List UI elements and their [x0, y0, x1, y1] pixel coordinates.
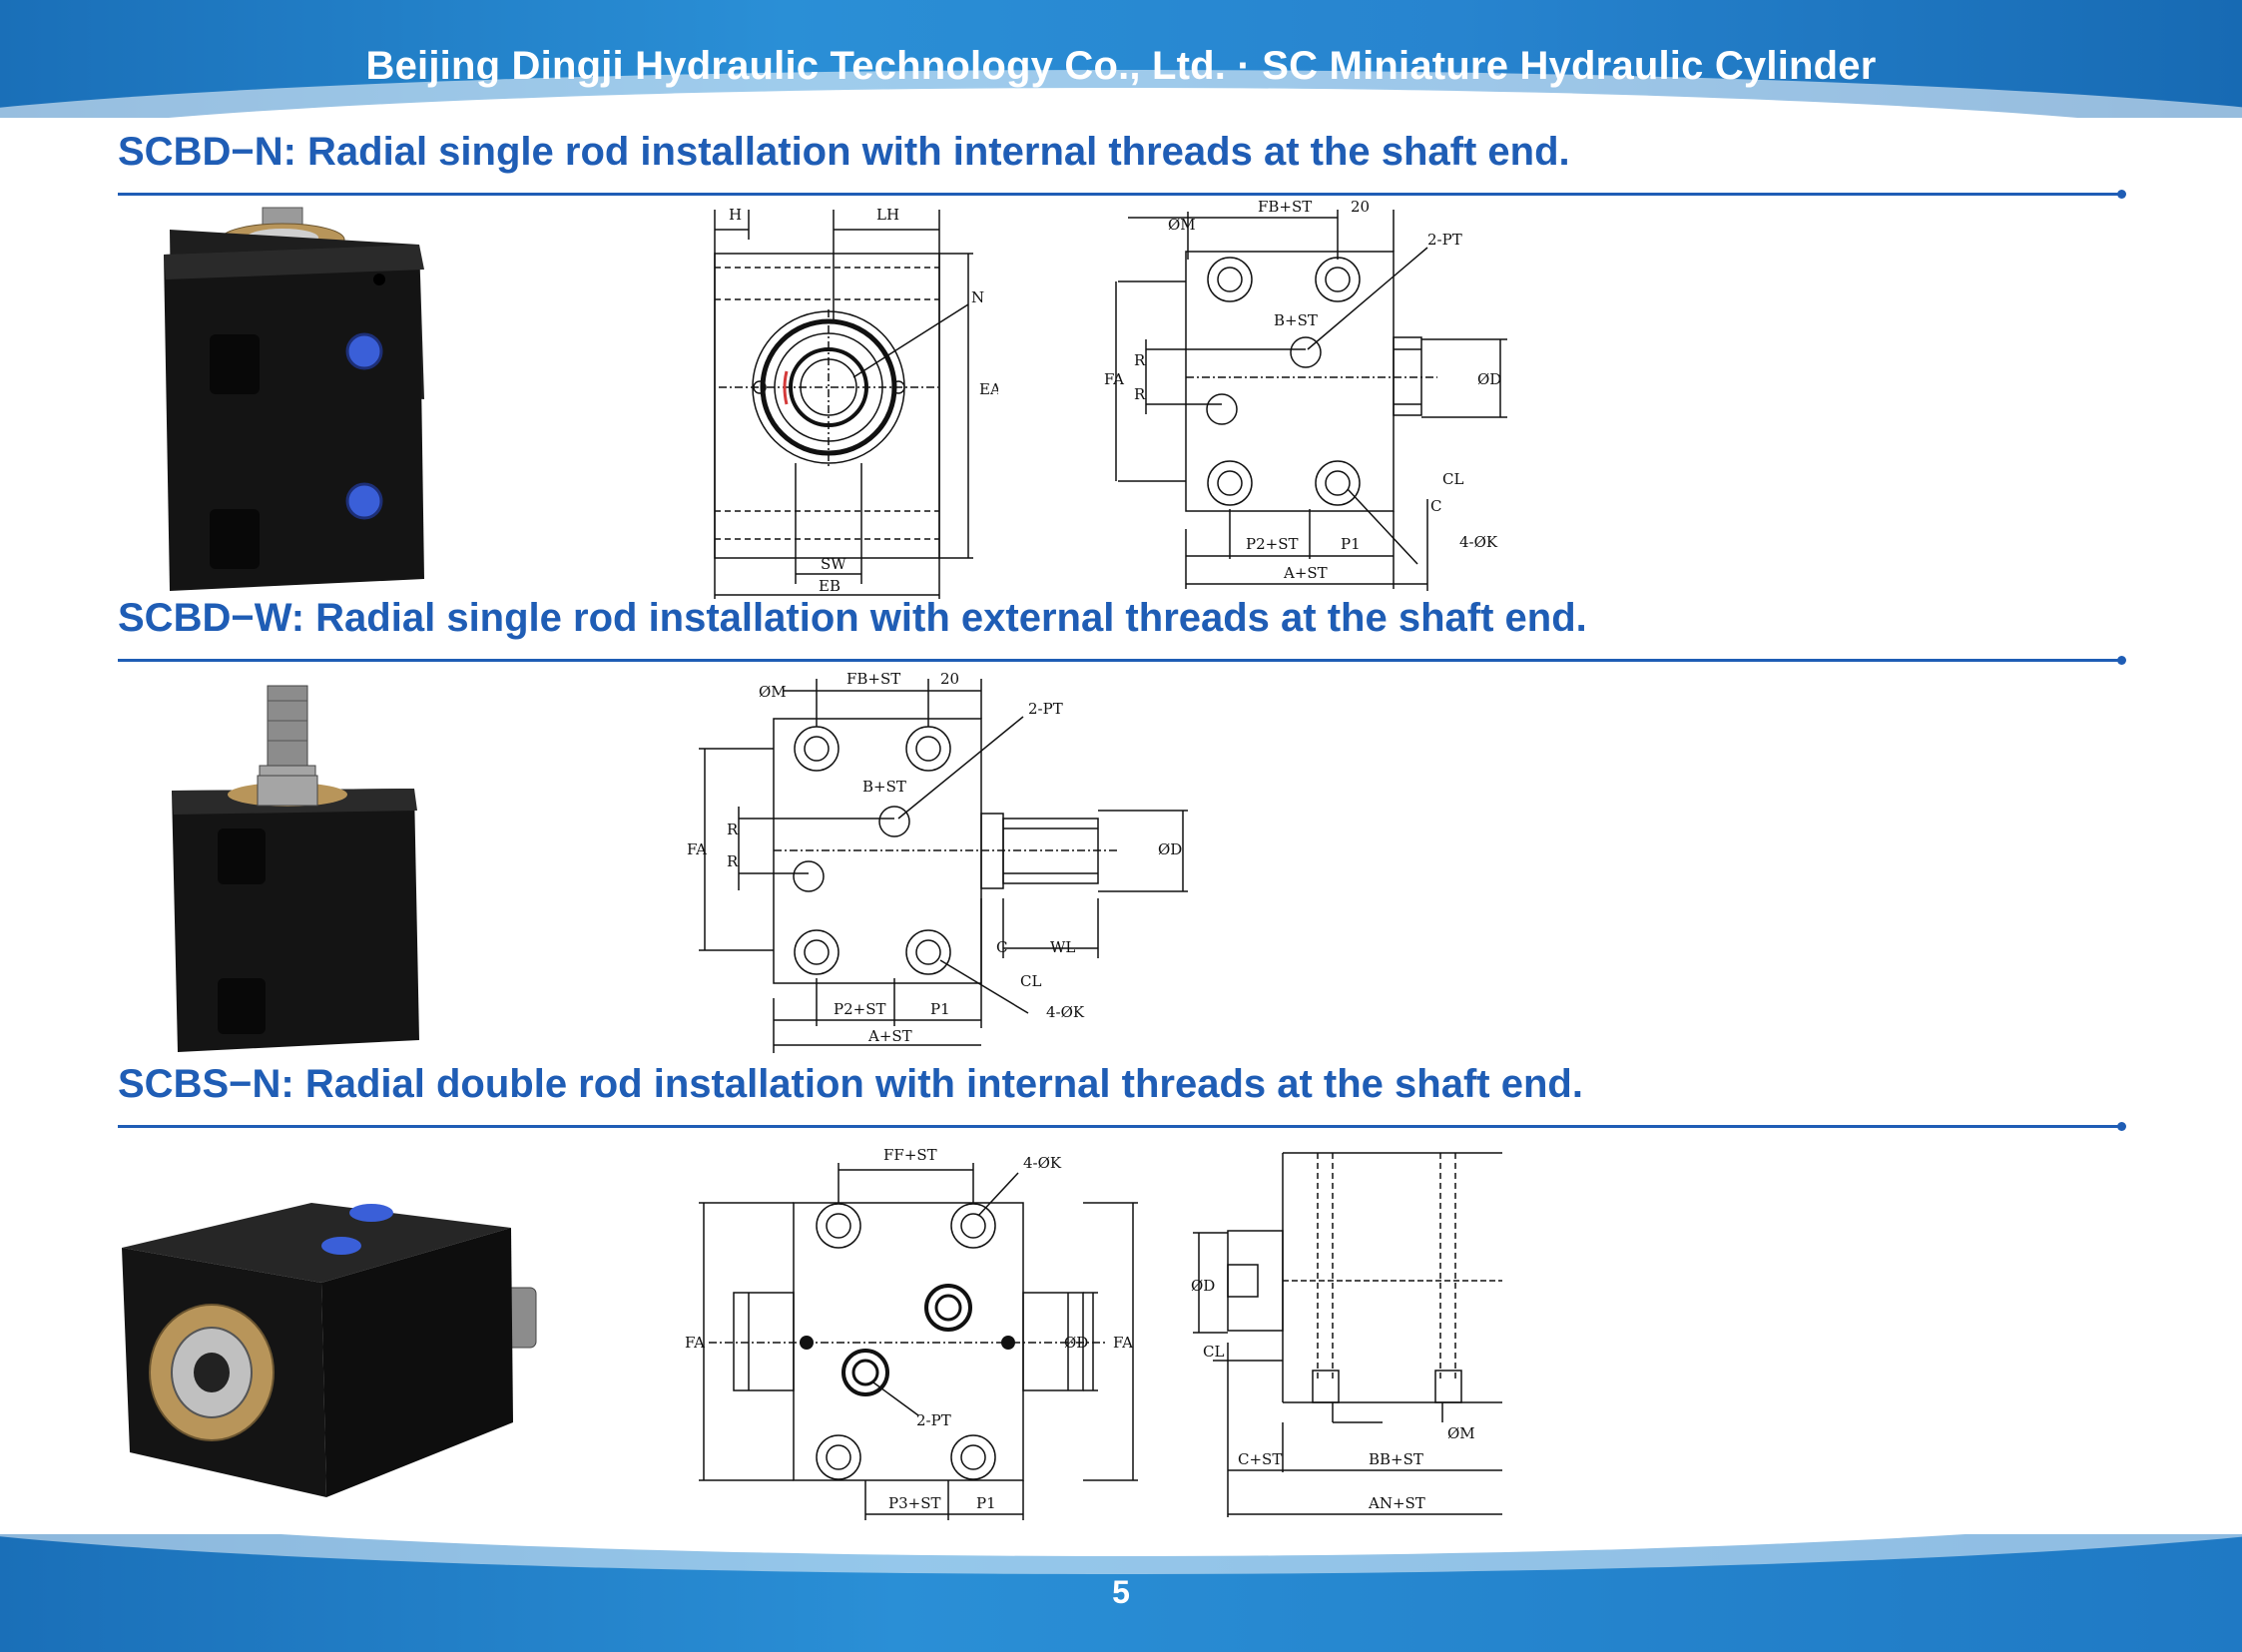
dim-label: A+ST [1283, 564, 1328, 582]
dim-label: ØM [759, 683, 787, 701]
dim-label: FA [685, 1334, 705, 1352]
dim-label: SW [821, 555, 846, 573]
dim-label: ØM [1168, 216, 1196, 234]
dim-label: ØD [1158, 840, 1182, 858]
dim-label: R [727, 821, 739, 838]
dim-label: P1 [930, 1000, 950, 1018]
dim-label: CL [1442, 470, 1463, 488]
dim-label: 2-PT [1427, 231, 1462, 249]
dim-label: FA [1113, 1334, 1133, 1352]
dim-label: P1 [976, 1494, 996, 1512]
dim-label: 4-ØK [1459, 533, 1498, 551]
dim-label: WL [1050, 938, 1075, 956]
dim-label: H [729, 206, 742, 224]
dim-label: C [996, 938, 1007, 956]
dim-label: FF+ST [883, 1146, 937, 1164]
dim-label: C+ST [1238, 1450, 1282, 1468]
dim-label: P2+ST [1246, 535, 1299, 553]
dim-label: R [727, 852, 739, 870]
dim-label: ØD [1064, 1334, 1088, 1352]
dim-label: ØD [1477, 370, 1501, 388]
rule-dot [2117, 1122, 2126, 1131]
dim-label: B+ST [862, 778, 906, 796]
scbd-n-product-photo [164, 207, 424, 591]
dim-label: 2-PT [1028, 700, 1063, 718]
dim-label: 2-PT [916, 1411, 951, 1429]
section-heading-scbs-n: SCBS−N: Radial double rod installation w… [118, 1062, 1583, 1106]
dim-label: R [1134, 385, 1146, 403]
dim-label: N [971, 288, 984, 306]
dim-label: 4-ØK [1046, 1003, 1085, 1021]
scbd-w-side-view: ØM FB+ST 20 2-PT B+ST FA R R ØD C WL CL … [687, 670, 1188, 1053]
rule-dot [2117, 656, 2126, 665]
scbs-n-product-photo [122, 1203, 537, 1497]
scbd-n-side-view: ØM FB+ST 20 2-PT B+ST FA R R ØD CL C P2+… [1104, 200, 1507, 591]
scbs-n-top-view: FF+ST 4-ØK FA ØD FA 2-PT P3+ST P1 [685, 1146, 1138, 1520]
section-heading-scbd-n: SCBD−N: Radial single rod installation w… [118, 130, 1570, 174]
section-rule [118, 656, 2126, 665]
dim-label: B+ST [1274, 311, 1318, 329]
dim-label: CL [1203, 1343, 1224, 1361]
footer-bar: 5 [0, 1534, 2242, 1652]
dim-label: 20 [940, 670, 959, 688]
dim-label: P2+ST [834, 1000, 886, 1018]
dim-label: P1 [1341, 535, 1361, 553]
section-rule [118, 1122, 2126, 1131]
header-bar: Beijing Dingji Hydraulic Technology Co.,… [0, 0, 2242, 118]
scbd-w-product-photo [172, 685, 419, 1052]
dim-label: C [1430, 497, 1441, 515]
dim-label: BB+ST [1369, 1450, 1423, 1468]
scbs-n-side-view: ØD CL ØM C+ST BB+ST AN+ST [1191, 1152, 1502, 1517]
dim-label: R [1134, 351, 1146, 369]
section-heading-scbd-w: SCBD−W: Radial single rod installation w… [118, 596, 1587, 640]
page-number: 5 [1112, 1574, 1130, 1610]
dim-label: P3+ST [888, 1494, 941, 1512]
dim-label: A+ST [867, 1027, 912, 1045]
dim-label: LH [876, 206, 899, 224]
dim-label: ØM [1447, 1424, 1475, 1442]
dim-label: FB+ST [846, 670, 900, 688]
dim-label: ØD [1191, 1277, 1215, 1295]
dim-label: FB+ST [1258, 200, 1312, 216]
dim-label: AN+ST [1368, 1494, 1425, 1512]
dim-label: EB [819, 577, 841, 595]
dim-label: EA [979, 380, 998, 398]
rule-dot [2117, 190, 2126, 199]
section-rule [118, 190, 2126, 199]
header-title: Beijing Dingji Hydraulic Technology Co.,… [365, 44, 1877, 88]
dim-label: 4-ØK [1023, 1154, 1062, 1172]
dim-label: FA [687, 840, 707, 858]
scbd-n-front-view: H LH N EA SW EB [714, 206, 998, 599]
dim-label: 20 [1351, 200, 1370, 216]
dim-label: CL [1020, 972, 1041, 990]
dim-label: FA [1104, 370, 1124, 388]
